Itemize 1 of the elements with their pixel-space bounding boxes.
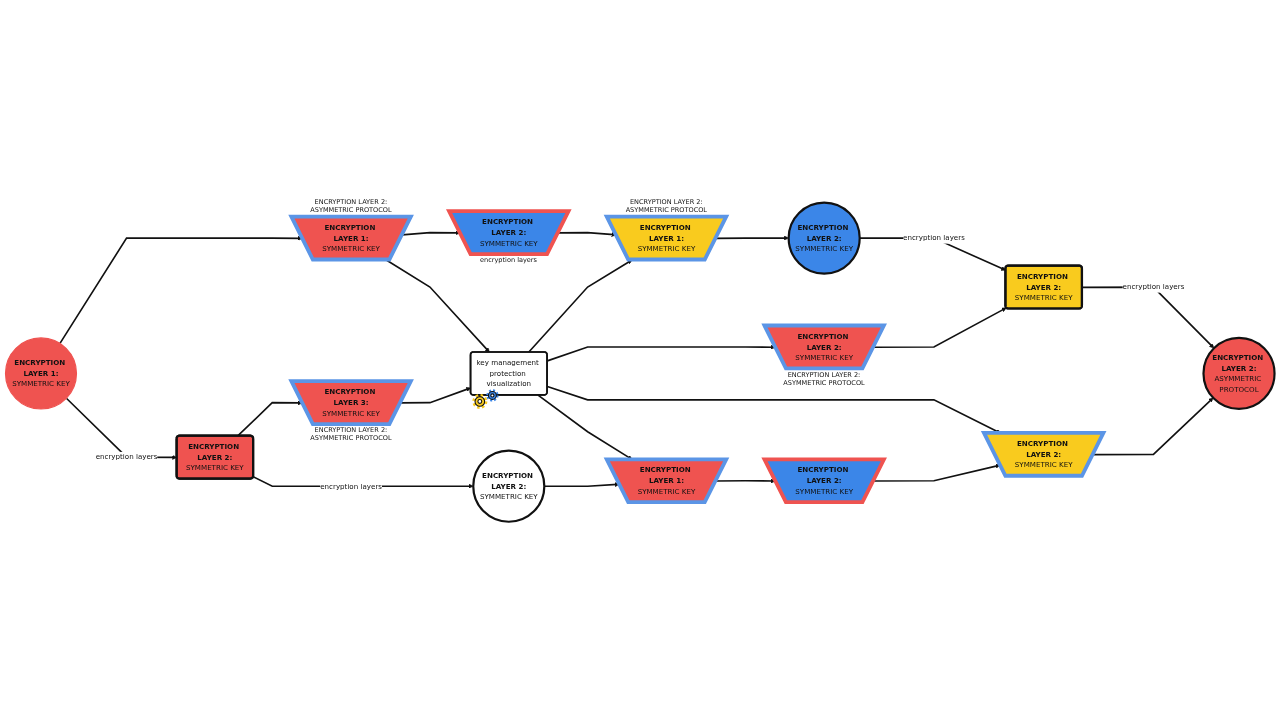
arrow (59, 235, 303, 345)
